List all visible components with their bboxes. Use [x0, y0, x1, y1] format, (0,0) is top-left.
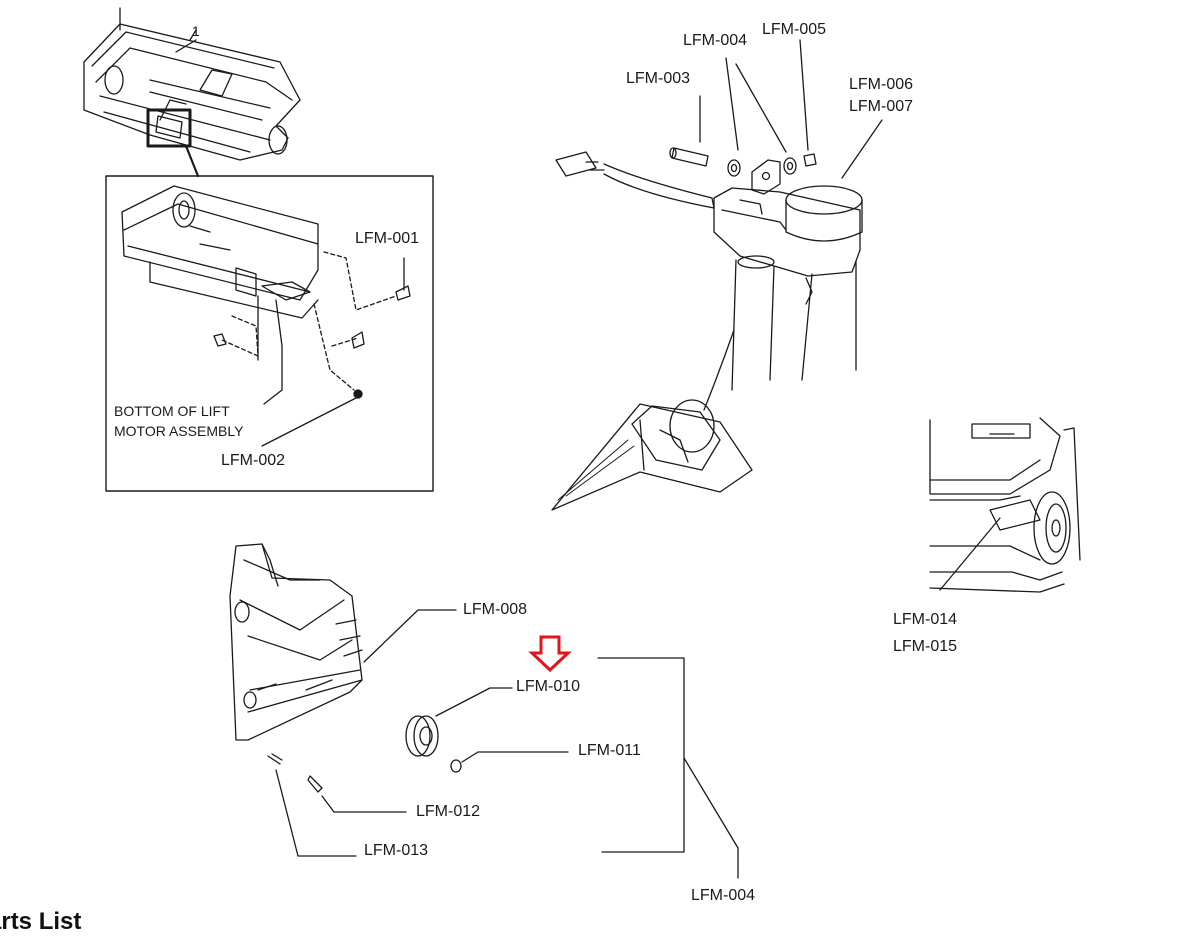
detail-box [105, 175, 434, 492]
frame-overview-drawing [83, 7, 301, 178]
label-lfm-013: LFM-013 [364, 842, 429, 859]
label-lfm-001: LFM-001 [355, 230, 420, 247]
label-lfm-007: LFM-007 [849, 98, 914, 115]
down-arrow-icon [528, 635, 572, 673]
label-lfm-003: LFM-003 [626, 70, 691, 87]
label-lfm-010: LFM-010 [516, 678, 581, 695]
label-lfm-011: LFM-011 [578, 742, 641, 759]
callout-number: 1 [192, 23, 200, 39]
label-motor-assembly: MOTOR ASSEMBLY [114, 423, 244, 439]
label-lfm-005: LFM-005 [762, 21, 827, 38]
label-lfm-008: LFM-008 [463, 601, 528, 618]
bracket-drawing [229, 543, 739, 879]
label-bottom-of-lift: BOTTOM OF LIFT [114, 403, 230, 419]
parts-list-heading: arts List [0, 908, 82, 935]
wheel-assembly-drawing [929, 417, 1081, 593]
detail-frame-drawing [121, 185, 411, 447]
label-lfm-012: LFM-012 [416, 803, 481, 820]
label-lfm-004-bottom: LFM-004 [691, 887, 756, 904]
label-lfm-014: LFM-014 [893, 611, 958, 628]
label-lfm-006: LFM-006 [849, 76, 914, 93]
label-lfm-015: LFM-015 [893, 638, 958, 655]
label-lfm-002: LFM-002 [221, 452, 286, 469]
lift-motor-drawing [551, 39, 883, 511]
label-lfm-004-top: LFM-004 [683, 32, 748, 49]
